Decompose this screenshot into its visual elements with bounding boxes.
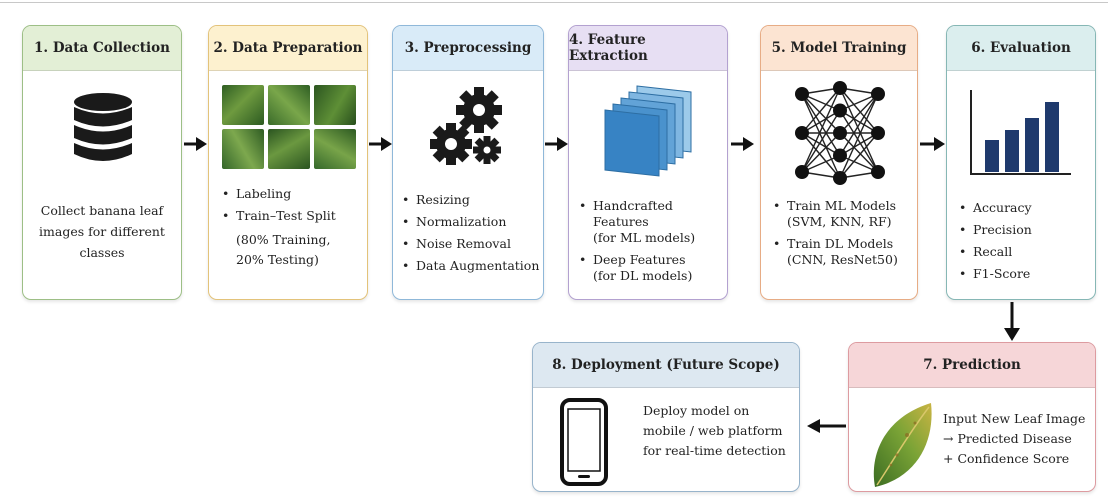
feature-maps-icon bbox=[604, 85, 692, 177]
flow-arrow-right bbox=[369, 137, 392, 151]
step-title: 7. Prediction bbox=[849, 343, 1095, 388]
database-icon bbox=[74, 93, 132, 161]
bullet-text: Train DL Models bbox=[787, 236, 894, 251]
network-node bbox=[795, 87, 809, 101]
bar-chart-icon bbox=[970, 90, 1071, 175]
step-model-training: 5. Model Training Train ML Models(SVM, K… bbox=[760, 25, 918, 300]
step-title: 4. Feature Extraction bbox=[569, 26, 727, 71]
bullet-continuation: (80% Training, 20% Testing) bbox=[236, 230, 330, 270]
network-node bbox=[833, 126, 847, 140]
step-data-preparation: 2. Data Preparation Labeling Train–Test … bbox=[208, 25, 368, 300]
bullet-subtext: (for ML models) bbox=[593, 230, 696, 245]
step-title: 6. Evaluation bbox=[947, 26, 1095, 71]
leaf-icon bbox=[873, 403, 932, 487]
bullet-item: Accuracy bbox=[959, 200, 1032, 216]
bullet-item: Precision bbox=[959, 222, 1032, 238]
step-description: Deploy model on mobile / web platform fo… bbox=[643, 401, 786, 461]
step-title: 5. Model Training bbox=[761, 26, 917, 71]
bullet-subtext: (CNN, ResNet50) bbox=[787, 252, 898, 267]
bullet-item: Recall bbox=[959, 244, 1032, 260]
neural-network-icon bbox=[795, 81, 885, 185]
desc-line: → Predicted Disease bbox=[943, 431, 1072, 446]
step-deployment: 8. Deployment (Future Scope) Deploy mode… bbox=[532, 342, 800, 492]
bullet-item: Train–Test Split bbox=[222, 208, 336, 224]
desc-line: Deploy model on bbox=[643, 403, 750, 418]
network-node bbox=[871, 87, 885, 101]
desc-line: classes bbox=[79, 245, 125, 260]
bullet-item: Data Augmentation bbox=[402, 258, 539, 274]
bullet-item: Deep Features(for DL models) bbox=[579, 252, 727, 284]
network-node bbox=[833, 171, 847, 185]
bullet-subtext: (SVM, KNN, RF) bbox=[787, 214, 892, 229]
top-divider bbox=[0, 2, 1108, 3]
step-title: 8. Deployment (Future Scope) bbox=[533, 343, 799, 388]
smartphone-icon bbox=[560, 398, 608, 486]
leaf-thumbnail bbox=[314, 129, 356, 169]
bullet-item: F1-Score bbox=[959, 266, 1032, 282]
step-bullets: Handcrafted Features(for ML models) Deep… bbox=[579, 198, 727, 290]
step-bullets: Resizing Normalization Noise Removal Dat… bbox=[402, 192, 539, 280]
network-node bbox=[833, 103, 847, 118]
bullet-item: (80% Training, bbox=[236, 232, 331, 247]
step-prediction: 7. Prediction Input New Leaf Image → Pre… bbox=[848, 342, 1096, 492]
bullet-item: Resizing bbox=[402, 192, 539, 208]
step-title: 3. Preprocessing bbox=[393, 26, 543, 71]
bullet-item: 20% Testing) bbox=[236, 252, 319, 267]
bullet-item: Train DL Models(CNN, ResNet50) bbox=[773, 236, 898, 268]
leaf-thumbnail bbox=[314, 85, 356, 125]
bullet-item: Train ML Models(SVM, KNN, RF) bbox=[773, 198, 898, 230]
flow-arrow-right bbox=[731, 137, 754, 151]
desc-line: for real-time detection bbox=[643, 443, 786, 458]
flow-arrow-down bbox=[1004, 302, 1020, 341]
leaf-thumbnail bbox=[268, 129, 310, 169]
flow-arrow-right bbox=[545, 137, 568, 151]
desc-line: images for different bbox=[39, 224, 165, 239]
leaf-thumbnail bbox=[268, 85, 310, 125]
leaf-thumbnail bbox=[222, 129, 264, 169]
leaf-image-grid-icon bbox=[222, 85, 356, 169]
desc-line: Input New Leaf Image bbox=[943, 411, 1086, 426]
network-node bbox=[833, 81, 847, 95]
flow-arrow-left bbox=[807, 419, 846, 433]
bullet-item: Handcrafted Features(for ML models) bbox=[579, 198, 727, 246]
step-preprocessing: 3. Preprocessing bbox=[392, 25, 544, 300]
bullet-subtext: (for DL models) bbox=[593, 268, 693, 283]
desc-line: Collect banana leaf bbox=[40, 203, 164, 218]
flow-arrow-right bbox=[184, 137, 207, 151]
network-node bbox=[795, 165, 809, 179]
bullet-item: Normalization bbox=[402, 214, 539, 230]
step-evaluation: 6. Evaluation Accuracy Precision Recall … bbox=[946, 25, 1096, 300]
step-description: Collect banana leaf images for different… bbox=[23, 200, 181, 263]
step-bullets: Accuracy Precision Recall F1-Score bbox=[959, 200, 1032, 288]
bullet-text: Handcrafted Features bbox=[593, 198, 673, 229]
step-data-collection: 1. Data Collection Collect banana leaf i… bbox=[22, 25, 182, 300]
bullet-text: Deep Features bbox=[593, 252, 686, 267]
desc-line: + Confidence Score bbox=[943, 451, 1070, 466]
leaf-thumbnail bbox=[222, 85, 264, 125]
bullet-item: Noise Removal bbox=[402, 236, 539, 252]
step-bullets: Labeling Train–Test Split bbox=[222, 186, 336, 226]
network-node bbox=[871, 165, 885, 179]
step-description: Input New Leaf Image → Predicted Disease… bbox=[943, 409, 1085, 469]
step-title: 1. Data Collection bbox=[23, 26, 181, 71]
bullet-item: Labeling bbox=[222, 186, 336, 202]
desc-line: mobile / web platform bbox=[643, 423, 783, 438]
bullet-text: Train ML Models bbox=[787, 198, 896, 213]
step-title: 2. Data Preparation bbox=[209, 26, 367, 71]
network-node bbox=[795, 126, 809, 140]
network-node bbox=[871, 126, 885, 140]
step-bullets: Train ML Models(SVM, KNN, RF) Train DL M… bbox=[773, 198, 898, 274]
step-feature-extraction: 4. Feature Extraction Handcrafted Featur… bbox=[568, 25, 728, 300]
network-node bbox=[833, 148, 847, 163]
flow-arrow-right bbox=[920, 137, 945, 151]
gears-icon bbox=[430, 87, 502, 165]
